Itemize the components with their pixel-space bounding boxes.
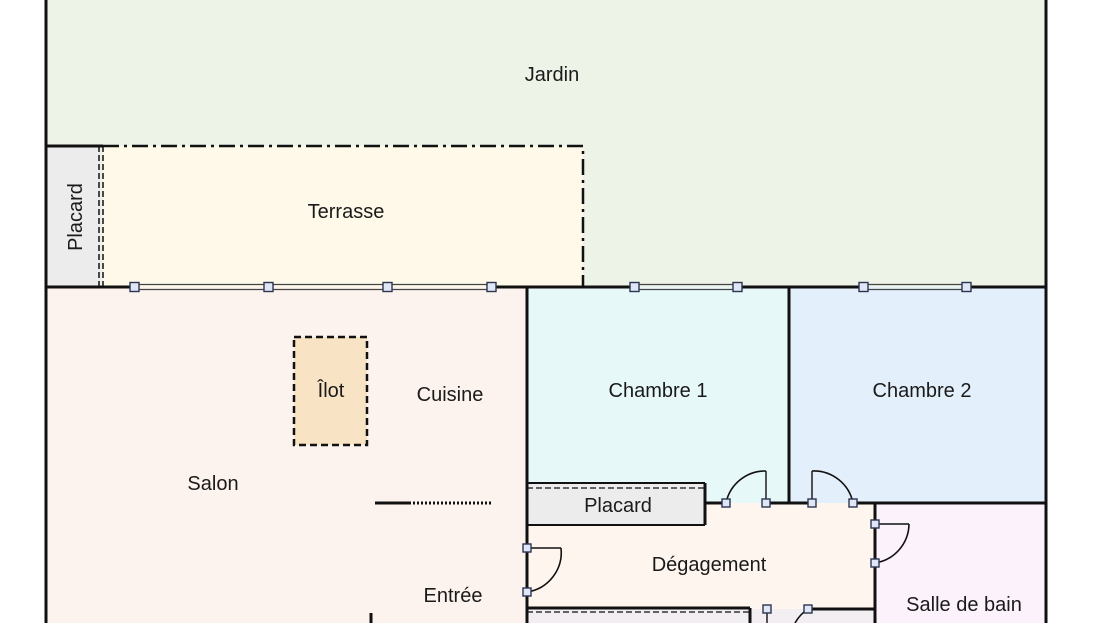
door-chambre1: [721, 470, 771, 508]
closet-top-area: [46, 146, 101, 287]
terrace-boundary: [103, 144, 585, 287]
label-ilot: Îlot: [317, 379, 345, 402]
label-entree: Entrée: [424, 585, 483, 607]
label-chambre1: Chambre 1: [609, 380, 708, 402]
bathroom-area: [875, 503, 1046, 623]
label-chambre2: Chambre 2: [873, 380, 972, 402]
label-placard-top: Placard: [65, 183, 87, 251]
door-bathroom: [870, 519, 910, 568]
wall-y609: [527, 606, 875, 623]
bedroom2-area: [789, 287, 1046, 503]
terrace-area: [103, 146, 583, 287]
label-cuisine: Cuisine: [417, 384, 484, 406]
label-placard-mid: Placard: [584, 495, 652, 517]
closet-mid-walls: [527, 482, 707, 526]
label-jardin: Jardin: [525, 64, 579, 86]
label-terrasse: Terrasse: [308, 201, 385, 223]
window-chambre1: [629, 281, 743, 293]
label-salon: Salon: [187, 473, 238, 495]
closet-mid-area: [527, 483, 705, 525]
label-salle-de-bain: Salle de bain: [906, 594, 1022, 616]
door-chambre2: [807, 470, 858, 508]
window-terrace: [129, 281, 497, 293]
island-outline: [292, 335, 369, 447]
label-degagement: Dégagement: [652, 554, 767, 576]
island-area: [294, 337, 367, 445]
living-area: [46, 287, 527, 623]
closet-top-walls: [46, 144, 104, 287]
door-entree: [522, 543, 563, 597]
window-chambre2: [858, 281, 972, 293]
bedroom1-area: [527, 287, 789, 503]
small-room-area: [527, 609, 875, 623]
